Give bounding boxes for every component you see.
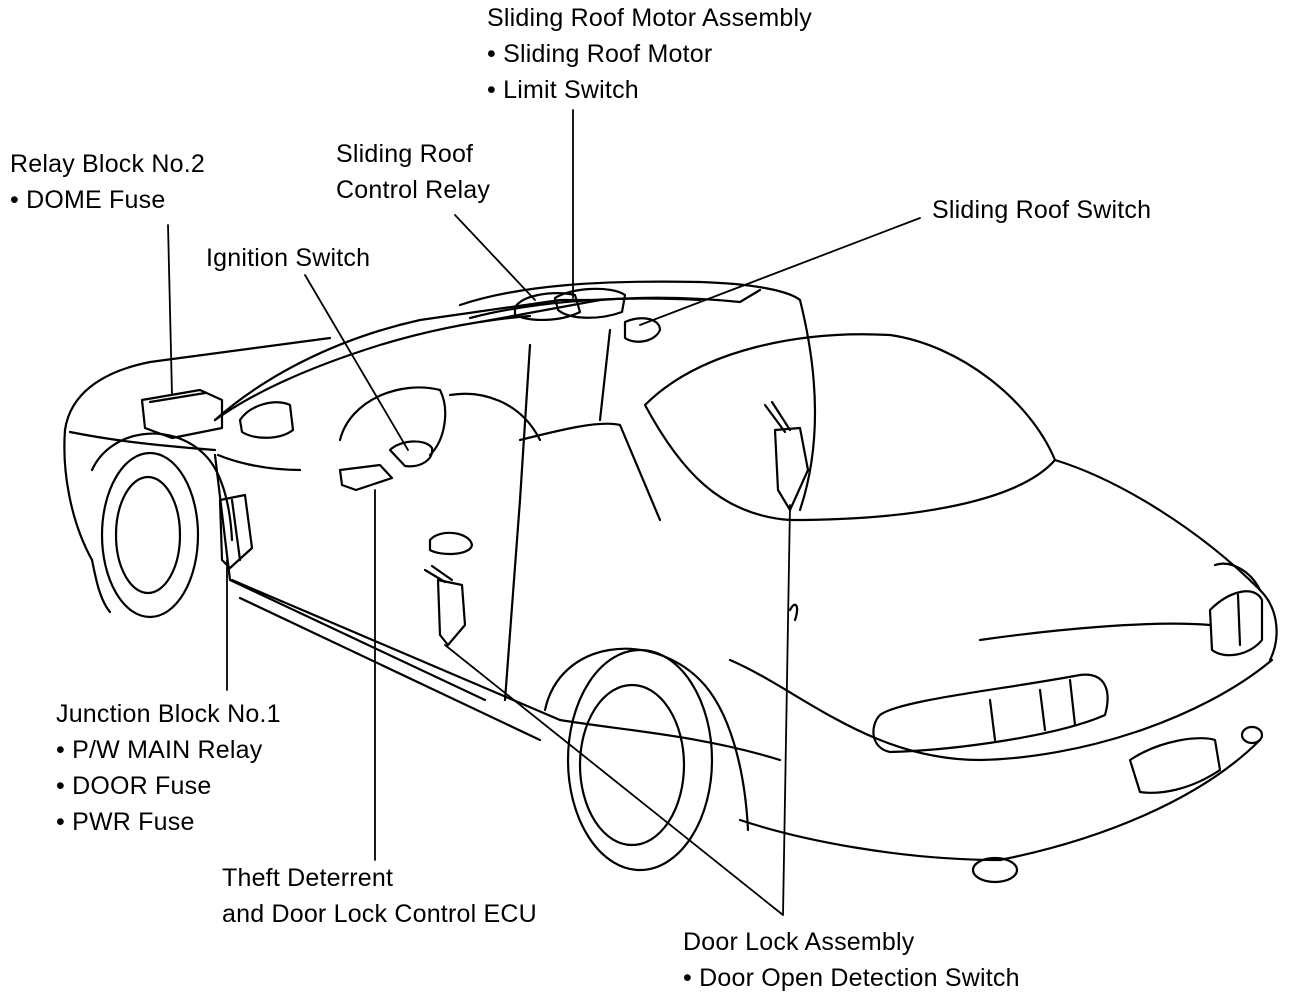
sliding-roof-control-relay — [513, 292, 582, 322]
theft-deterrent-ecu — [338, 463, 394, 492]
rear-window — [643, 333, 1057, 522]
relay-block-label: Relay Block No.2 DOME Fuse — [10, 146, 205, 218]
door-open-detection-item: Door Open Detection Switch — [683, 960, 1020, 996]
license-plate-recess — [1128, 737, 1222, 794]
theft-ecu-line1: Theft Deterrent — [222, 864, 394, 892]
side-mirror — [238, 401, 295, 439]
door-lock-label: Door Lock Assembly Door Open Detection S… — [683, 924, 1020, 996]
sliding-roof-motor-title: Sliding Roof Motor Assembly — [487, 4, 812, 32]
ignition-switch-label: Ignition Switch — [206, 240, 370, 276]
sliding-roof-switch — [623, 317, 662, 343]
junction-block-label: Junction Block No.1 P/W MAIN Relay DOOR … — [56, 696, 281, 840]
sliding-roof-relay-label: Sliding Roof Control Relay — [336, 136, 490, 208]
tail-light-right — [1208, 590, 1264, 657]
relay-block-title: Relay Block No.2 — [10, 150, 205, 178]
door-fuse-item: DOOR Fuse — [56, 768, 281, 804]
tail-light-left — [872, 673, 1109, 754]
door-lock-assembly-rear — [773, 426, 810, 512]
rear-wheel — [566, 648, 714, 872]
sliding-roof-motor — [553, 287, 627, 319]
sliding-roof-relay-line2: Control Relay — [336, 176, 491, 204]
sliding-roof-switch-title: Sliding Roof Switch — [932, 196, 1152, 224]
theft-ecu-label: Theft Deterrent and Door Lock Control EC… — [222, 860, 537, 932]
sliding-roof-motor-label: Sliding Roof Motor Assembly Sliding Roof… — [487, 0, 812, 108]
exhaust-pipe — [971, 856, 1019, 884]
junction-block-no1 — [218, 493, 254, 570]
pw-main-relay-item: P/W MAIN Relay — [56, 732, 281, 768]
car-illustration — [63, 280, 1278, 884]
sliding-roof-motor-item: Sliding Roof Motor — [487, 36, 812, 72]
relay-block-no2 — [140, 388, 224, 440]
theft-ecu-line2: and Door Lock Control ECU — [222, 900, 537, 928]
sliding-roof-switch-label: Sliding Roof Switch — [932, 192, 1151, 228]
ignition-switch — [388, 440, 434, 468]
limit-switch-item: Limit Switch — [487, 72, 812, 108]
pwr-fuse-item: PWR Fuse — [56, 804, 281, 840]
sliding-roof-relay-line1: Sliding Roof — [336, 140, 474, 168]
ignition-switch-title: Ignition Switch — [206, 244, 371, 272]
front-wheel — [100, 451, 200, 619]
dome-fuse-item: DOME Fuse — [10, 182, 205, 218]
door-lock-title: Door Lock Assembly — [683, 928, 915, 956]
door-handle — [428, 531, 474, 556]
leader-lines — [167, 109, 921, 916]
door-lock-assembly-front — [436, 578, 467, 647]
junction-block-title: Junction Block No.1 — [56, 700, 281, 728]
